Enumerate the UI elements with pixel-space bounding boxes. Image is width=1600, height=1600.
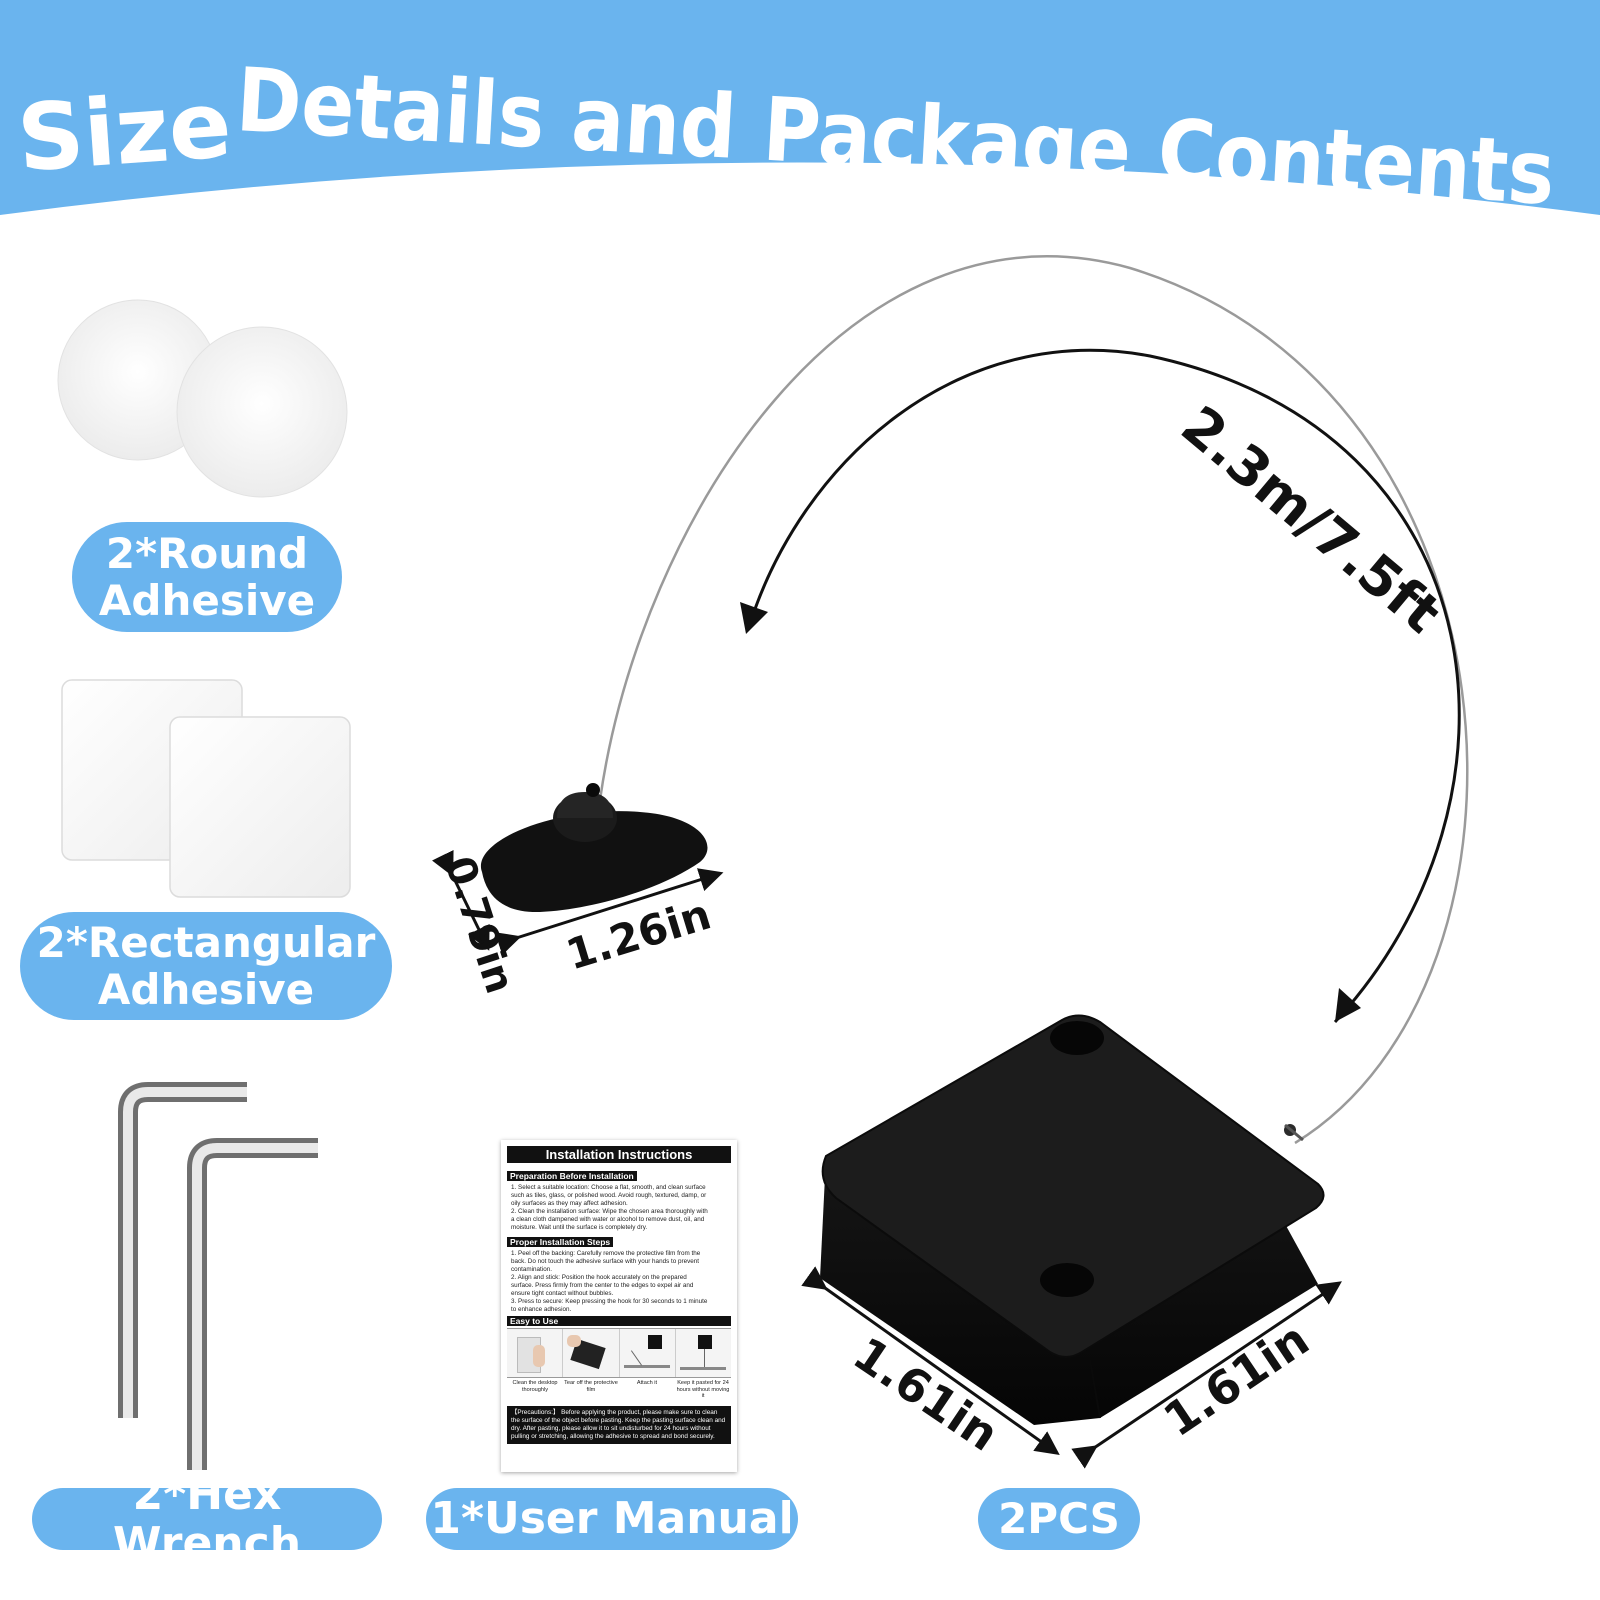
manual-line: 2. Align and stick: Position the hook ac… <box>511 1274 687 1281</box>
round-adhesive-label: 2*Round Adhesive <box>72 522 342 632</box>
rectangular-adhesive-label: 2*Rectangular Adhesive <box>20 912 392 1020</box>
manual-line: 2. Clean the installation surface: Wipe … <box>511 1208 708 1215</box>
manual-step-captions: Clean the desktop thoroughly Tear off th… <box>507 1378 731 1400</box>
manual-section-easy-use: Easy to Use <box>507 1316 731 1326</box>
user-manual-label: 1*User Manual <box>426 1488 798 1550</box>
manual-line: 3. Press to secure: Keep pressing the ho… <box>511 1298 708 1305</box>
manual-step-caption: Tear off the protective film <box>564 1380 618 1393</box>
manual-section-steps: Proper Installation Steps <box>507 1237 614 1247</box>
hex-wrench-label: 2*Hex Wrench <box>32 1470 382 1568</box>
device-quantity-label: 2PCS <box>978 1488 1140 1550</box>
round-adhesive-pads <box>57 299 348 498</box>
manual-line: such as tiles, glass, or polished wood. … <box>511 1192 707 1199</box>
user-manual-sheet: Installation Instructions Preparation Be… <box>501 1140 737 1472</box>
manual-step-image <box>675 1329 731 1377</box>
header-banner <box>0 0 1600 215</box>
manual-step-image <box>619 1329 676 1377</box>
manual-line: oily surfaces as they may affect adhesio… <box>511 1200 628 1207</box>
hex-wrenches <box>118 1082 318 1470</box>
cable-length-label: 2.3m/7.5ft <box>1170 394 1453 646</box>
manual-line: to enhance adhesion. <box>511 1306 572 1313</box>
manual-step-image <box>563 1329 620 1377</box>
cable-length-arrow <box>746 348 1461 1024</box>
manual-step-caption: Clean the desktop thoroughly <box>512 1380 558 1393</box>
manual-step-caption: Keep it pasted for 24 hours without movi… <box>676 1380 730 1399</box>
retractable-cable <box>598 255 1469 1145</box>
manual-precautions: 【Precautions:】 Before applying the produ… <box>507 1405 731 1444</box>
manual-step-caption: Attach it <box>636 1380 658 1386</box>
manual-title: Installation Instructions <box>507 1146 731 1163</box>
manual-section-preparation: Preparation Before Installation <box>507 1171 637 1181</box>
manual-step-image <box>507 1329 564 1377</box>
hook-piece <box>480 783 708 913</box>
manual-line: a clean cloth dampened with water or alc… <box>511 1216 705 1223</box>
rectangular-adhesive-pads <box>61 679 351 898</box>
manual-line: 1. Select a suitable location: Choose a … <box>511 1184 706 1191</box>
manual-line: contamination. <box>511 1266 552 1273</box>
manual-line: ensure tight contact without bubbles. <box>511 1290 614 1297</box>
manual-line: back. Do not touch the adhesive surface … <box>511 1258 699 1265</box>
page-title: Size Details and Package Contents <box>14 48 1558 225</box>
manual-line: moisture. Wait until the surface is comp… <box>511 1224 648 1231</box>
title-size-word: Size <box>14 71 235 193</box>
manual-line: surface. Press firmly from the center to… <box>511 1282 694 1289</box>
manual-step-images <box>507 1328 731 1378</box>
manual-line: 1. Peel off the backing: Carefully remov… <box>511 1250 701 1257</box>
